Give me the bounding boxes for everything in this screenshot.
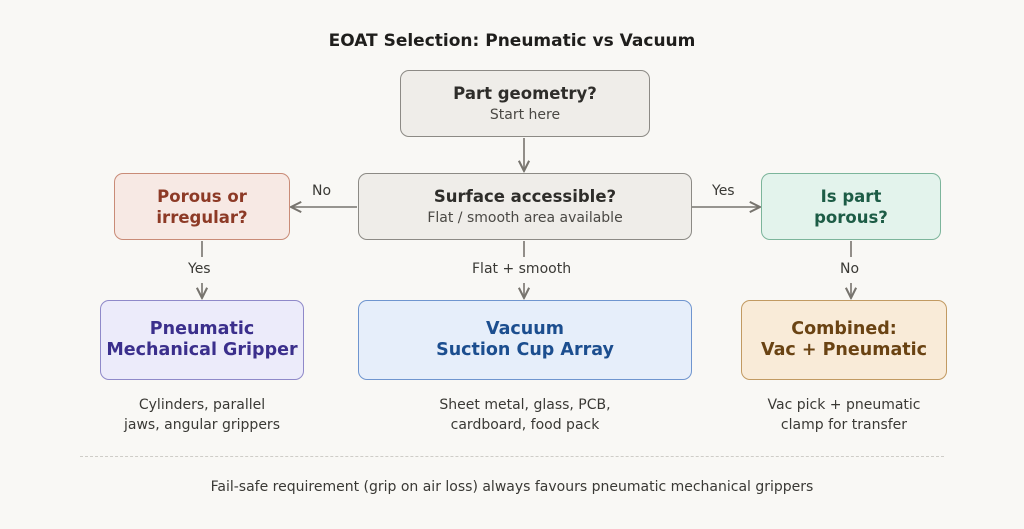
desc-combined-line2: clamp for transfer	[780, 417, 908, 433]
node-porous-or-irregular: Porous or irregular?	[114, 173, 290, 240]
edge-label-no-down: No	[840, 261, 860, 277]
desc-pneumatic-line1: Cylinders, parallel	[138, 397, 266, 413]
diagram-title: EOAT Selection: Pneumatic vs Vacuum	[328, 31, 696, 51]
node-combined-line1: Combined:	[791, 319, 897, 339]
node-pneumatic-gripper: Pneumatic Mechanical Gripper	[100, 300, 304, 380]
node-vacuum-suction-line2: Suction Cup Array	[436, 340, 614, 360]
node-porous-or-irregular-line1: Porous or	[157, 186, 247, 206]
node-surface-accessible-sub: Flat / smooth area available	[427, 209, 623, 226]
node-part-geometry-sub: Start here	[489, 106, 561, 123]
node-is-part-porous: Is part porous?	[761, 173, 941, 240]
desc-vacuum-line2: cardboard, food pack	[450, 417, 600, 433]
node-porous-or-irregular-line2: irregular?	[156, 207, 248, 227]
node-part-geometry-title: Part geometry?	[453, 83, 597, 103]
desc-combined: Vac pick + pneumatic clamp for transfer	[724, 395, 964, 435]
node-vacuum-suction-line1: Vacuum	[486, 319, 564, 339]
footer-note: Fail-safe requirement (grip on air loss)…	[210, 479, 814, 495]
desc-vacuum: Sheet metal, glass, PCB, cardboard, food…	[385, 395, 665, 435]
node-pneumatic-gripper-line2: Mechanical Gripper	[106, 340, 298, 360]
edge-label-yes: Yes	[712, 183, 735, 199]
desc-pneumatic-line2: jaws, angular grippers	[124, 417, 280, 433]
node-pneumatic-gripper-line1: Pneumatic	[149, 319, 255, 339]
node-is-part-porous-line2: porous?	[814, 207, 888, 227]
dashed-divider	[80, 456, 944, 457]
node-combined-line2: Vac + Pneumatic	[760, 340, 927, 360]
node-part-geometry: Part geometry? Start here	[400, 70, 650, 137]
desc-vacuum-line1: Sheet metal, glass, PCB,	[439, 397, 611, 413]
edge-label-flat-smooth: Flat + smooth	[472, 261, 572, 277]
node-is-part-porous-line1: Is part	[820, 186, 882, 206]
node-surface-accessible: Surface accessible? Flat / smooth area a…	[358, 173, 692, 240]
desc-combined-line1: Vac pick + pneumatic	[767, 397, 921, 413]
node-surface-accessible-title: Surface accessible?	[433, 186, 617, 206]
edge-label-yes-down: Yes	[188, 261, 211, 277]
node-vacuum-suction: Vacuum Suction Cup Array	[358, 300, 692, 380]
edge-label-no: No	[312, 183, 332, 199]
desc-pneumatic: Cylinders, parallel jaws, angular grippe…	[82, 395, 322, 435]
node-combined: Combined: Vac + Pneumatic	[741, 300, 947, 380]
